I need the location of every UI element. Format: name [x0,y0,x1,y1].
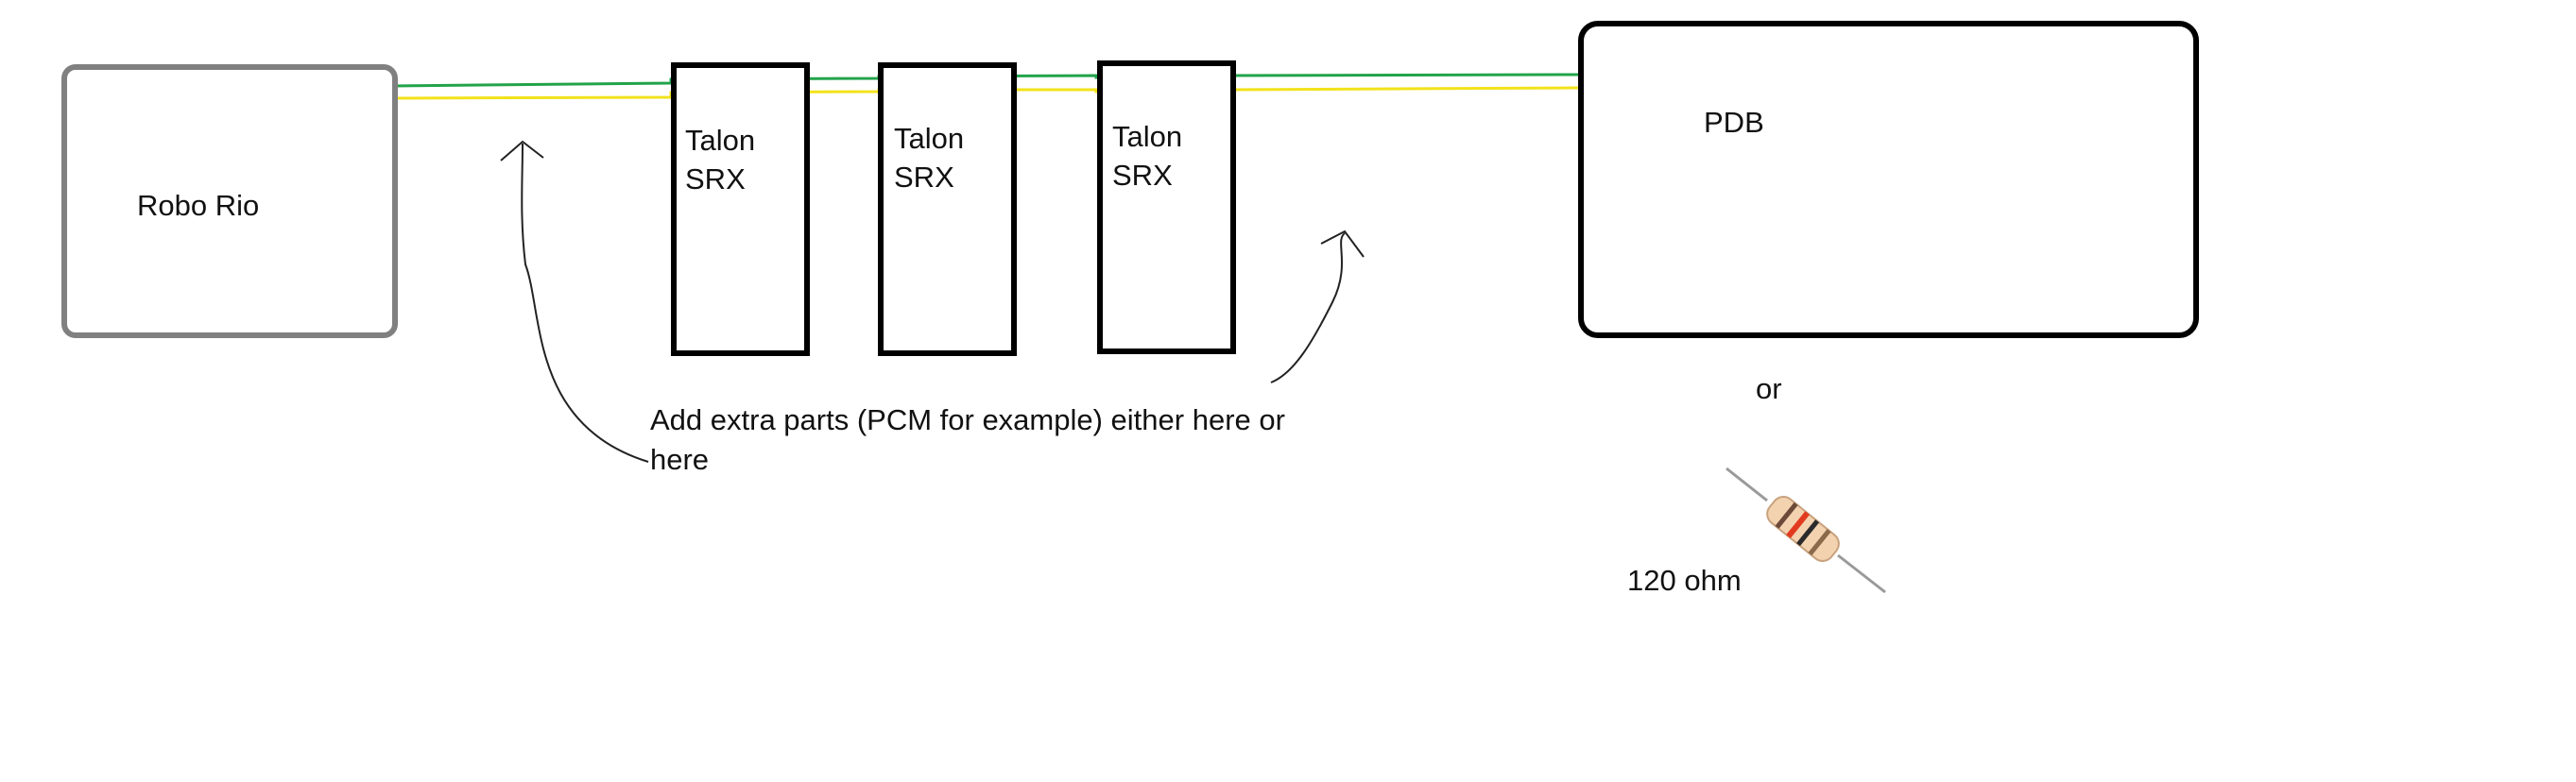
resistor-band-2 [1786,511,1810,538]
talon-srx-box-3 [1097,60,1236,354]
pdb-node: PDB [1578,21,2199,338]
talon-srx-label-3-line2: SRX [1112,159,1173,192]
pdb-box [1578,21,2199,338]
talon-srx-label-1-line2: SRX [685,162,746,196]
right-insertion-arrow [1270,230,1365,383]
resistor-band-1 [1775,502,1798,529]
talon-srx-label-1-line1: Talon [685,124,755,157]
resistor-lead-right [1837,553,1886,594]
left-arrow-curve [521,143,649,463]
left-arrow-head [500,140,544,162]
left-insertion-arrow [500,140,649,463]
resistor-lead-left [1726,467,1768,502]
pdb-label: PDB [1704,106,1764,139]
talon-srx-label-3-line1: Talon [1112,120,1182,153]
talon-srx-node-1: Talon SRX [671,62,810,356]
resistor-body [1766,496,1840,562]
or-label: or [1756,372,1782,405]
right-arrow-head [1320,230,1365,258]
resistor-label: 120 ohm [1627,564,1742,597]
robo-rio-node: Robo Rio [61,64,398,338]
annotation-line-1: Add extra parts (PCM for example) either… [650,403,1285,436]
talon-srx-label-2-line2: SRX [894,161,954,194]
talon-srx-node-3: Talon SRX [1097,60,1236,354]
robo-rio-box [61,64,398,338]
talon-srx-node-2: Talon SRX [878,62,1017,356]
talon-srx-box-1 [671,62,810,356]
annotation-line-2: here [650,443,709,476]
talon-srx-box-2 [878,62,1017,356]
resistor-icon [1726,467,1886,594]
right-arrow-curve [1270,232,1346,383]
robo-rio-label: Robo Rio [137,189,259,222]
resistor-band-3 [1796,519,1820,547]
resistor-band-4 [1808,529,1831,556]
talon-srx-label-2-line1: Talon [894,122,964,155]
